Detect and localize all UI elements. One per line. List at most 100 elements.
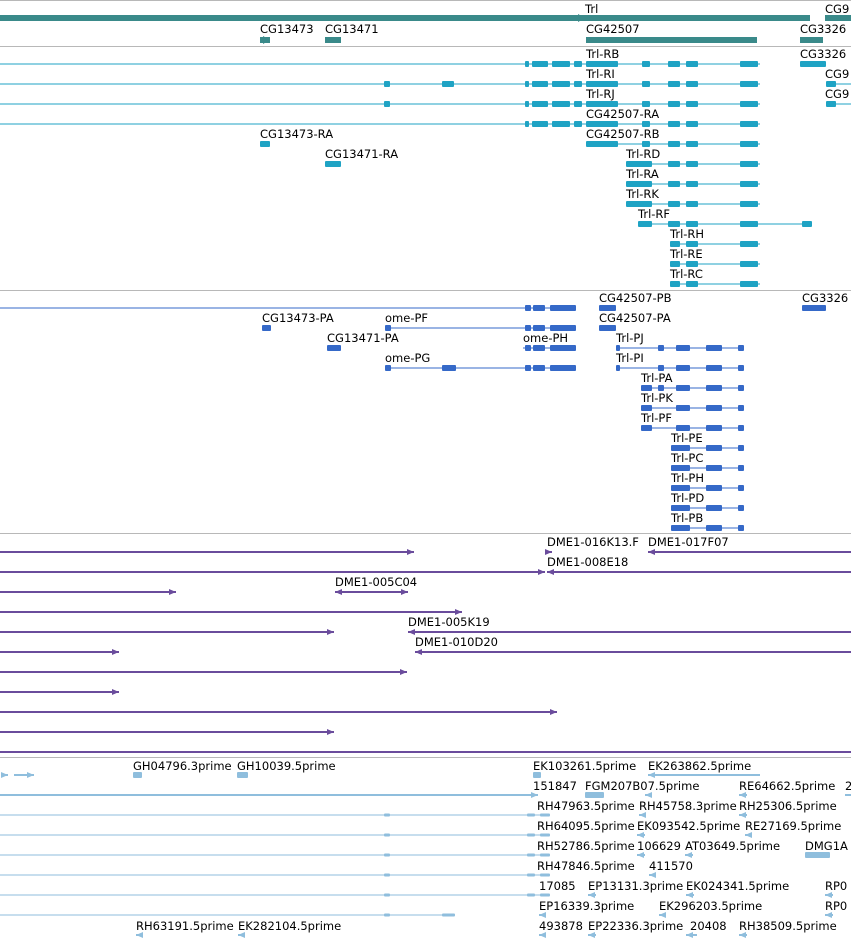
- feature[interactable]: [335, 589, 408, 595]
- feature[interactable]: [547, 569, 851, 575]
- feature[interactable]: [825, 15, 851, 21]
- feature-label[interactable]: RH38509.5prime: [739, 919, 837, 933]
- feature-label[interactable]: CG42507-RB: [586, 127, 660, 141]
- feature[interactable]: [0, 751, 851, 753]
- feature-label[interactable]: DME1-010D20: [415, 635, 498, 649]
- track-genes[interactable]: [0, 0, 851, 45]
- feature-label[interactable]: RH52786.5prime: [537, 839, 635, 853]
- feature[interactable]: [0, 609, 462, 615]
- feature-label[interactable]: DME1-005C04: [335, 575, 418, 589]
- feature-label[interactable]: Trl-PE: [671, 431, 703, 445]
- feature[interactable]: [685, 852, 693, 858]
- feature-label[interactable]: RH45758.3prime: [639, 799, 737, 813]
- feature[interactable]: [648, 549, 851, 555]
- feature[interactable]: [639, 812, 646, 818]
- feature[interactable]: [0, 729, 334, 735]
- feature-label[interactable]: EP16339.3prime: [539, 899, 635, 913]
- feature[interactable]: [671, 465, 744, 471]
- feature[interactable]: [408, 629, 851, 635]
- feature-label[interactable]: Trl-PC: [671, 451, 704, 465]
- feature-label[interactable]: EP13131.3prime: [588, 879, 684, 893]
- feature-label[interactable]: CG3326: [802, 291, 849, 305]
- feature-label[interactable]: 17085: [539, 879, 576, 893]
- feature-label[interactable]: EK103261.5prime: [533, 759, 637, 773]
- feature-label[interactable]: Trl-PI: [616, 351, 644, 365]
- feature[interactable]: [533, 772, 541, 778]
- feature[interactable]: [585, 15, 810, 21]
- feature[interactable]: [826, 81, 851, 87]
- feature[interactable]: [545, 549, 552, 555]
- feature-label[interactable]: DME1-008E18: [547, 555, 629, 569]
- feature-label[interactable]: CG9: [825, 67, 850, 81]
- feature[interactable]: [845, 794, 851, 796]
- feature[interactable]: [0, 873, 550, 877]
- feature-label[interactable]: Trl-PA: [641, 371, 673, 385]
- track-bac[interactable]: [0, 533, 851, 754]
- feature[interactable]: [637, 832, 645, 838]
- feature[interactable]: [686, 932, 697, 938]
- feature[interactable]: [671, 445, 744, 451]
- feature-label[interactable]: EK093542.5prime: [637, 819, 741, 833]
- feature[interactable]: [0, 81, 760, 87]
- feature[interactable]: [588, 892, 596, 898]
- feature[interactable]: [586, 141, 760, 147]
- feature-label[interactable]: Trl-PK: [641, 391, 673, 405]
- feature[interactable]: [260, 141, 270, 147]
- feature[interactable]: [0, 61, 760, 67]
- feature[interactable]: [641, 405, 744, 411]
- track-est[interactable]: [0, 757, 851, 939]
- feature-label[interactable]: EK263862.5prime: [648, 759, 752, 773]
- feature-label[interactable]: ome-PH: [523, 331, 569, 345]
- feature[interactable]: [641, 425, 744, 431]
- feature-label[interactable]: EK296203.5prime: [659, 899, 763, 913]
- feature[interactable]: [800, 61, 826, 67]
- feature-label[interactable]: CG13471: [325, 22, 379, 36]
- feature[interactable]: [0, 913, 455, 917]
- feature[interactable]: [0, 792, 538, 798]
- feature-label[interactable]: EP22336.3prime: [588, 919, 684, 933]
- feature-label[interactable]: CG13473-RA: [260, 127, 334, 141]
- feature[interactable]: [626, 161, 760, 167]
- feature-label[interactable]: RH47963.5prime: [537, 799, 635, 813]
- feature-label[interactable]: EK024341.5prime: [686, 879, 790, 893]
- feature-label[interactable]: CG13471-PA: [327, 331, 399, 345]
- feature-label[interactable]: 2: [845, 779, 851, 793]
- feature[interactable]: [616, 365, 744, 371]
- feature-label[interactable]: 106629: [637, 839, 681, 853]
- feature[interactable]: [686, 892, 694, 898]
- feature-label[interactable]: EK282104.5prime: [238, 919, 342, 933]
- feature-label[interactable]: CG42507-PB: [599, 291, 672, 305]
- feature-label[interactable]: CG42507-PA: [599, 311, 671, 325]
- feature-label[interactable]: CG13471-RA: [325, 147, 399, 161]
- feature[interactable]: [133, 772, 142, 778]
- feature-label[interactable]: RP0: [825, 899, 848, 913]
- feature[interactable]: [0, 853, 550, 857]
- feature[interactable]: [585, 792, 604, 798]
- feature[interactable]: [0, 549, 414, 555]
- feature[interactable]: [0, 305, 576, 311]
- feature[interactable]: [136, 932, 143, 938]
- feature[interactable]: [645, 792, 652, 798]
- feature[interactable]: [0, 629, 334, 635]
- feature[interactable]: [0, 569, 545, 575]
- feature[interactable]: [641, 385, 744, 391]
- feature-label[interactable]: Trl-RK: [626, 187, 659, 201]
- feature[interactable]: [539, 912, 546, 918]
- feature[interactable]: [0, 669, 407, 675]
- feature-label[interactable]: GH10039.5prime: [237, 759, 336, 773]
- feature[interactable]: [671, 505, 744, 511]
- feature[interactable]: [638, 221, 812, 227]
- feature-label[interactable]: Trl-PJ: [616, 331, 644, 345]
- feature[interactable]: [0, 709, 557, 715]
- feature-label[interactable]: Trl-PF: [641, 411, 672, 425]
- feature[interactable]: [626, 201, 760, 207]
- feature[interactable]: [415, 649, 851, 655]
- feature-label[interactable]: RH64095.5prime: [537, 819, 635, 833]
- feature-label[interactable]: RE27169.5prime: [745, 819, 842, 833]
- feature-label[interactable]: ome-PG: [385, 351, 431, 365]
- feature-label[interactable]: CG9: [825, 87, 850, 101]
- feature-label[interactable]: RP0: [825, 879, 848, 893]
- feature-label[interactable]: Trl-RF: [638, 207, 671, 221]
- feature-label[interactable]: DME1-017F07: [648, 535, 729, 549]
- feature-label[interactable]: Trl-RD: [626, 147, 661, 161]
